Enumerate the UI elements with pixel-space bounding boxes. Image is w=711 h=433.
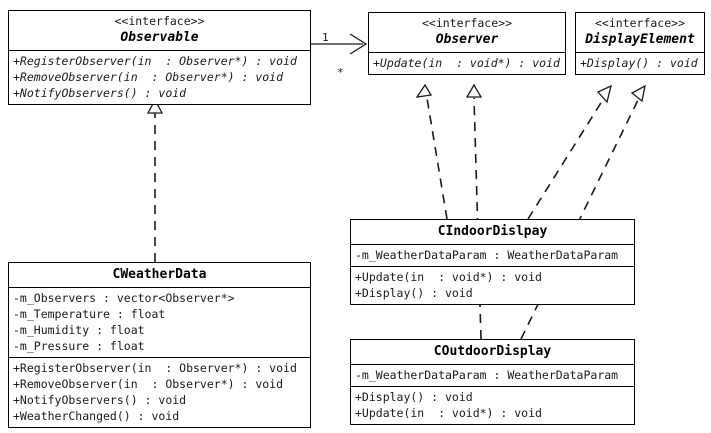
operation-row: +Display() : void [355, 286, 473, 300]
realization-indoor-displayelement [527, 84, 612, 220]
attributes-compartment: -m_WeatherDataParam : WeatherDataParam [351, 364, 634, 386]
operations-compartment: +Display() : void [576, 52, 704, 74]
class-node-indoordisplay[interactable]: CIndoorDislpay -m_WeatherDataParam : Wea… [350, 219, 635, 305]
operation-row: +RegisterObserver(in : Observer*) : void [13, 54, 297, 68]
stereotype-label: <<interface>> [421, 16, 512, 30]
class-node-observable[interactable]: <<interface>> Observable +RegisterObserv… [8, 10, 311, 105]
class-name: COutdoorDisplay [433, 344, 552, 359]
operations-compartment: +Update(in : void*) : void [369, 52, 565, 74]
operation-row: +NotifyObservers() : void [13, 393, 187, 407]
operations-compartment: +RegisterObserver(in : Observer*) : void… [9, 50, 310, 104]
class-node-weatherdata[interactable]: CWeatherData -m_Observers : vector<Obser… [8, 262, 311, 428]
multiplicity-target: * [337, 66, 344, 79]
operation-row: +WeatherChanged() : void [13, 409, 180, 423]
stereotype-label: <<interface>> [114, 14, 205, 28]
attribute-row: -m_WeatherDataParam : WeatherDataParam [355, 248, 619, 262]
operation-row: +RemoveObserver(in : Observer*) : void [13, 70, 284, 84]
realization-weatherdata-observable [146, 98, 164, 262]
attribute-row: -m_Pressure : float [13, 339, 145, 353]
attribute-row: -m_Temperature : float [13, 307, 166, 321]
attribute-row: -m_Humidity : float [13, 323, 145, 337]
operations-compartment: +Display() : void +Update(in : void*) : … [351, 386, 634, 424]
class-name: Observable [120, 30, 199, 45]
operation-row: +Update(in : void*) : void [355, 270, 542, 284]
operation-row: +RemoveObserver(in : Observer*) : void [13, 377, 284, 391]
class-header-indoordisplay: CIndoorDislpay [351, 220, 634, 244]
class-name: CWeatherData [112, 267, 207, 282]
class-header-observer: <<interface>> Observer [369, 13, 565, 52]
class-header-outdoordisplay: COutdoorDisplay [351, 340, 634, 364]
class-node-displayelement[interactable]: <<interface>> DisplayElement +Display() … [575, 12, 705, 75]
multiplicity-source: 1 [322, 31, 329, 44]
operation-row: +RegisterObserver(in : Observer*) : void [13, 361, 297, 375]
operations-compartment: +Update(in : void*) : void +Display() : … [351, 266, 634, 304]
operation-row: +NotifyObservers() : void [13, 86, 187, 100]
class-name: DisplayElement [585, 32, 695, 47]
realization-indoor-observer [415, 83, 448, 220]
attribute-row: -m_WeatherDataParam : WeatherDataParam [355, 368, 619, 382]
attribute-row: -m_Observers : vector<Observer*> [13, 291, 235, 305]
class-header-displayelement: <<interface>> DisplayElement [576, 13, 704, 52]
operation-row: +Update(in : void*) : void [373, 56, 560, 70]
class-node-outdoordisplay[interactable]: COutdoorDisplay -m_WeatherDataParam : We… [350, 339, 635, 425]
class-name: Observer [435, 32, 499, 47]
class-header-weatherdata: CWeatherData [9, 263, 310, 287]
operations-compartment: +RegisterObserver(in : Observer*) : void… [9, 357, 310, 427]
operation-row: +Display() : void [355, 390, 473, 404]
attributes-compartment: -m_Observers : vector<Observer*> -m_Temp… [9, 287, 310, 357]
class-header-observable: <<interface>> Observable [9, 11, 310, 50]
stereotype-label: <<interface>> [594, 16, 685, 30]
class-name: CIndoorDislpay [437, 224, 548, 239]
operation-row: +Update(in : void*) : void [355, 406, 542, 420]
operation-row: +Display() : void [580, 56, 698, 70]
attributes-compartment: -m_WeatherDataParam : WeatherDataParam [351, 244, 634, 266]
association-observable-observer: 1 * [311, 31, 368, 79]
class-node-observer[interactable]: <<interface>> Observer +Update(in : void… [368, 12, 566, 75]
